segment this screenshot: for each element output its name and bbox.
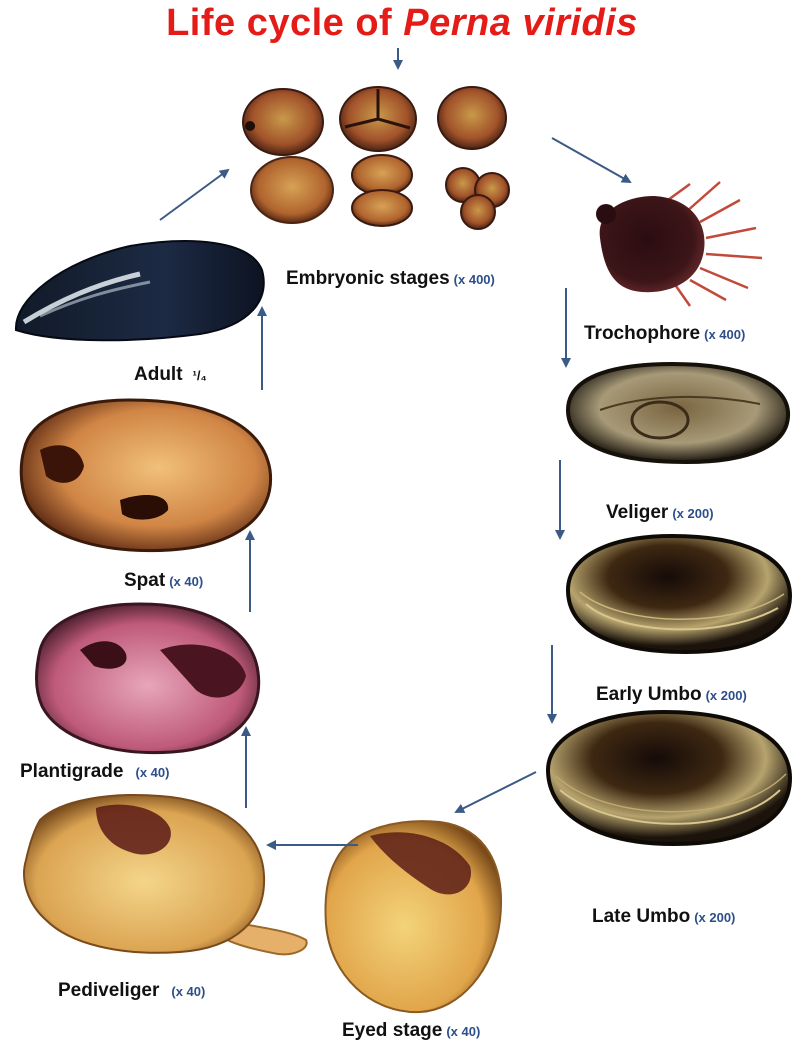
label-trochophore: Trochophore (x 400): [584, 323, 745, 345]
pediveliger-magnification: (x 40): [171, 984, 205, 999]
embryonic-stage-images: [243, 87, 509, 229]
veliger-name: Veliger: [606, 502, 668, 523]
label-eyed-stage: Eyed stage (x 40): [342, 1020, 480, 1042]
label-veliger: Veliger (x 200): [606, 502, 714, 524]
early-umbo-magnification: (x 200): [706, 688, 747, 703]
label-embryonic-stages: Embryonic stages (x 400): [286, 268, 495, 290]
trochophore-magnification: (x 400): [704, 327, 745, 342]
early-umbo-image: [568, 536, 790, 652]
early-umbo-name: Early Umbo: [596, 684, 702, 705]
plantigrade-magnification: (x 40): [135, 765, 169, 780]
label-late-umbo: Late Umbo (x 200): [592, 906, 735, 928]
veliger-image: [568, 364, 788, 462]
late-umbo-image: [548, 712, 790, 844]
adult-scale: ¹/₄: [193, 368, 207, 383]
pediveliger-name: Pediveliger: [58, 980, 159, 1001]
spat-magnification: (x 40): [169, 574, 203, 589]
trochophore-image: [596, 182, 762, 306]
pediveliger-image: [24, 795, 307, 954]
spat-name: Spat: [124, 570, 165, 591]
trochophore-name: Trochophore: [584, 323, 700, 344]
plantigrade-image: [37, 604, 259, 753]
veliger-magnification: (x 200): [672, 506, 713, 521]
spat-image: [21, 400, 270, 551]
plantigrade-name: Plantigrade: [20, 761, 123, 782]
label-pediveliger: Pediveliger (x 40): [58, 980, 205, 1002]
eyed-stage-name: Eyed stage: [342, 1020, 442, 1041]
label-spat: Spat (x 40): [124, 570, 203, 592]
label-early-umbo: Early Umbo (x 200): [596, 684, 747, 706]
late-umbo-magnification: (x 200): [694, 910, 735, 925]
embryonic-stages-name: Embryonic stages: [286, 268, 450, 289]
adult-name: Adult: [134, 364, 183, 385]
adult-image: [16, 241, 264, 340]
eyed-stage-magnification: (x 40): [446, 1024, 480, 1039]
label-plantigrade: Plantigrade (x 40): [20, 761, 169, 783]
late-umbo-name: Late Umbo: [592, 906, 690, 927]
embryonic-stages-magnification: (x 400): [454, 272, 495, 287]
eyed-stage-image: [325, 821, 501, 1012]
label-adult: Adult ¹/₄: [134, 364, 207, 386]
